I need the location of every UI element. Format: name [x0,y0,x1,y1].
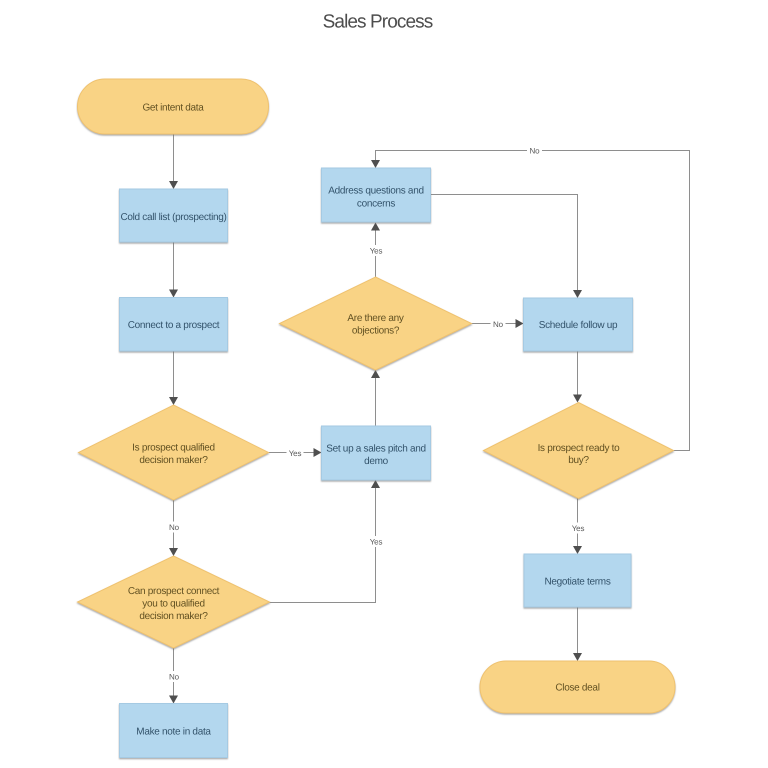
svg-text:No: No [169,523,180,532]
svg-text:No: No [169,673,180,682]
svg-text:No: No [493,320,504,329]
svg-text:Sales Process: Sales Process [323,12,433,33]
svg-text:Yes: Yes [370,247,383,256]
svg-text:Make note in data: Make note in data [136,727,211,738]
svg-text:Connect to a prospect: Connect to a prospect [128,320,220,331]
svg-text:Yes: Yes [370,538,383,547]
svg-text:Schedule follow up: Schedule follow up [539,320,618,331]
svg-text:Get intent data: Get intent data [142,103,204,114]
svg-text:Close deal: Close deal [555,683,599,694]
svg-text:Cold call list (prospecting): Cold call list (prospecting) [120,212,226,223]
svg-text:Yes: Yes [572,524,585,533]
svg-text:Yes: Yes [289,449,302,458]
svg-text:Negotiate terms: Negotiate terms [544,576,610,587]
svg-text:No: No [530,147,541,156]
